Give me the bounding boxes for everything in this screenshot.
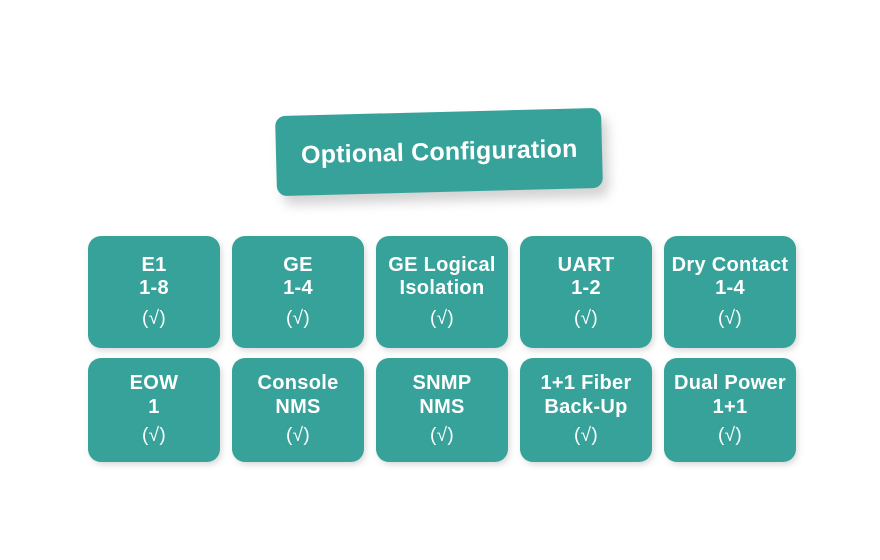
feature-subtitle: 1+1 bbox=[712, 395, 748, 418]
feature-subtitle: Isolation bbox=[399, 277, 485, 300]
feature-check-mark: (√) bbox=[574, 425, 598, 447]
feature-title: Console bbox=[257, 372, 339, 395]
feature-check-mark: (√) bbox=[430, 307, 454, 329]
banner-title: Optional Configuration bbox=[300, 134, 578, 169]
feature-check-mark: (√) bbox=[142, 307, 166, 329]
feature-card-text: UART 1-2 (√) bbox=[520, 254, 652, 331]
feature-title: Dual Power bbox=[674, 372, 786, 395]
feature-check-mark: (√) bbox=[286, 307, 310, 329]
feature-check-mark: (√) bbox=[718, 307, 742, 329]
feature-card-dual-power[interactable]: Dual Power 1+1 (√) bbox=[664, 358, 796, 462]
feature-title: SNMP bbox=[412, 372, 472, 395]
feature-card-text: GE Logical Isolation (√) bbox=[376, 254, 508, 331]
feature-card-fiber-backup[interactable]: 1+1 Fiber Back-Up (√) bbox=[520, 358, 652, 462]
feature-subtitle: NMS bbox=[275, 395, 321, 418]
optional-configuration-banner: Optional Configuration bbox=[275, 107, 603, 197]
feature-subtitle: 1-8 bbox=[139, 277, 169, 300]
feature-card-ge-logical-isolation[interactable]: GE Logical Isolation (√) bbox=[376, 236, 508, 348]
feature-card-text: Dry Contact 1-4 (√) bbox=[664, 254, 796, 331]
feature-check-mark: (√) bbox=[718, 425, 742, 447]
feature-subtitle: 1-2 bbox=[571, 277, 601, 300]
feature-card-ge[interactable]: GE 1-4 (√) bbox=[232, 236, 364, 348]
feature-card-dry-contact[interactable]: Dry Contact 1-4 (√) bbox=[664, 236, 796, 348]
feature-card-text: Console NMS (√) bbox=[232, 372, 364, 448]
feature-subtitle: Back-Up bbox=[544, 395, 628, 418]
feature-card-text: Dual Power 1+1 (√) bbox=[664, 372, 796, 448]
feature-title: EOW bbox=[129, 372, 179, 395]
feature-subtitle: 1-4 bbox=[715, 277, 745, 300]
feature-grid: E1 1-8 (√) GE 1-4 (√) GE Logical Isolati… bbox=[88, 236, 796, 462]
feature-check-mark: (√) bbox=[430, 425, 454, 447]
feature-card-eow[interactable]: EOW 1 (√) bbox=[88, 358, 220, 462]
feature-card-text: EOW 1 (√) bbox=[88, 372, 220, 448]
feature-card-snmp-nms[interactable]: SNMP NMS (√) bbox=[376, 358, 508, 462]
feature-card-uart[interactable]: UART 1-2 (√) bbox=[520, 236, 652, 348]
feature-card-text: SNMP NMS (√) bbox=[376, 372, 508, 448]
feature-card-console-nms[interactable]: Console NMS (√) bbox=[232, 358, 364, 462]
feature-row: EOW 1 (√) Console NMS (√) SNMP NMS (√) bbox=[88, 358, 796, 462]
feature-title: GE Logical bbox=[388, 253, 496, 276]
feature-check-mark: (√) bbox=[286, 425, 310, 447]
feature-row: E1 1-8 (√) GE 1-4 (√) GE Logical Isolati… bbox=[88, 236, 796, 348]
feature-subtitle: 1-4 bbox=[283, 277, 313, 300]
feature-card-text: GE 1-4 (√) bbox=[232, 254, 364, 331]
feature-subtitle: NMS bbox=[419, 395, 465, 418]
feature-card-text: 1+1 Fiber Back-Up (√) bbox=[520, 372, 652, 448]
feature-title: 1+1 Fiber bbox=[540, 372, 632, 395]
feature-title: UART bbox=[557, 253, 615, 276]
feature-subtitle: 1 bbox=[148, 395, 160, 418]
feature-title: Dry Contact bbox=[671, 253, 789, 276]
feature-card-e1[interactable]: E1 1-8 (√) bbox=[88, 236, 220, 348]
feature-card-text: E1 1-8 (√) bbox=[88, 254, 220, 331]
feature-title: E1 bbox=[141, 253, 167, 276]
feature-title: GE bbox=[283, 253, 313, 276]
banner-wrapper: Optional Configuration bbox=[275, 107, 603, 197]
feature-check-mark: (√) bbox=[142, 425, 166, 447]
feature-check-mark: (√) bbox=[574, 307, 598, 329]
